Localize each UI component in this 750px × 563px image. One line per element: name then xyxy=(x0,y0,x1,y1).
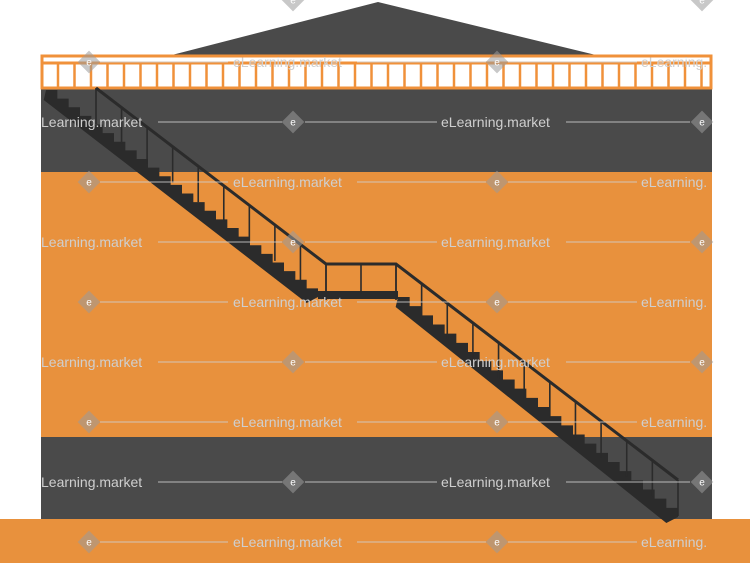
watermark-text: eLearning. xyxy=(641,174,707,190)
watermark-diamond xyxy=(281,350,305,374)
watermark-badge-letter: e xyxy=(290,238,296,249)
watermark-text: eLearning.market xyxy=(441,474,550,490)
watermark-badge-letter: e xyxy=(699,118,705,129)
stair-steps xyxy=(395,297,678,523)
watermark-text: eLearning.market xyxy=(233,294,342,310)
watermark-badge-icon: e xyxy=(690,110,714,134)
watermark-text: eLearning. xyxy=(641,534,707,550)
watermark-diamond xyxy=(485,530,509,554)
base-band xyxy=(0,519,750,563)
watermark-diamond xyxy=(77,530,101,554)
watermark-badge-letter: e xyxy=(494,178,500,189)
watermark-badge-icon: e xyxy=(281,470,305,494)
watermark-badge-icon: e xyxy=(281,110,305,134)
watermark-badge-icon: e xyxy=(690,470,714,494)
roof xyxy=(168,2,600,56)
watermark-text: eLearning. xyxy=(641,54,707,70)
watermark-diamond xyxy=(77,290,101,314)
watermark-text: eLearning.market xyxy=(441,114,550,130)
watermark-diamond xyxy=(77,410,101,434)
watermark-text: Learning.market xyxy=(41,234,142,250)
watermark-badge-icon: e xyxy=(281,0,305,12)
watermark-badge-letter: e xyxy=(86,538,92,549)
lower-flight xyxy=(395,297,678,523)
watermark-diamond xyxy=(77,50,101,74)
watermark-text: Learning.market xyxy=(41,474,142,490)
watermark-badge-icon: e xyxy=(77,50,101,74)
watermark-badge-icon: e xyxy=(77,530,101,554)
watermark-badge-letter: e xyxy=(86,298,92,309)
wall-band-orange xyxy=(41,172,712,437)
watermark-badge-letter: e xyxy=(699,238,705,249)
watermark-badge-letter: e xyxy=(494,418,500,429)
railing-frame xyxy=(40,54,713,90)
watermark-diamond xyxy=(281,470,305,494)
watermark-text: eLearning.market xyxy=(233,54,342,70)
watermark-badge-icon: e xyxy=(690,350,714,374)
watermark-badge-icon: e xyxy=(77,170,101,194)
watermark-diamond xyxy=(690,110,714,134)
watermark-badge-icon: e xyxy=(690,0,714,12)
watermark-text: eLearning.market xyxy=(233,534,342,550)
watermark-badge-icon: e xyxy=(485,410,509,434)
watermark-badge-letter: e xyxy=(290,478,296,489)
watermark-badge-letter: e xyxy=(290,0,296,7)
watermark-badge-letter: e xyxy=(86,178,92,189)
watermark-badge-letter: e xyxy=(494,538,500,549)
watermark-badge-letter: e xyxy=(86,418,92,429)
watermark-badge-letter: e xyxy=(699,358,705,369)
watermark-text: Learning.market xyxy=(41,354,142,370)
stair-landing xyxy=(318,291,398,299)
watermark-badge-letter: e xyxy=(290,118,296,129)
watermark-text: eLearning.market xyxy=(233,174,342,190)
watermark-diamond xyxy=(77,170,101,194)
watermark-text: eLearning.market xyxy=(233,414,342,430)
watermark-badge-letter: e xyxy=(86,58,92,69)
upper-flight xyxy=(43,90,318,303)
watermark-badge-letter: e xyxy=(290,358,296,369)
watermark-diamond xyxy=(690,470,714,494)
stair-steps xyxy=(43,90,318,303)
watermark-text: eLearning. xyxy=(641,294,707,310)
watermark-diamond xyxy=(485,410,509,434)
top-railing xyxy=(40,54,713,90)
watermark-diamond xyxy=(690,350,714,374)
watermark-text: eLearning. xyxy=(641,414,707,430)
watermark-badge-icon: e xyxy=(485,290,509,314)
watermark-text: eLearning.market xyxy=(441,234,550,250)
watermark-badge-icon: e xyxy=(281,350,305,374)
watermark-badge-icon: e xyxy=(77,290,101,314)
staircase xyxy=(43,86,679,523)
watermark-text: eLearning.market xyxy=(441,354,550,370)
watermark-diamond xyxy=(485,290,509,314)
watermark-badge-letter: e xyxy=(699,0,705,7)
watermark-badge-icon: e xyxy=(485,530,509,554)
watermark-badge-letter: e xyxy=(494,298,500,309)
watermark-badge-letter: e xyxy=(699,478,705,489)
watermark-diamond xyxy=(281,110,305,134)
watermark-text: Learning.market xyxy=(41,114,142,130)
wall-band-dark-bottom xyxy=(41,437,712,519)
watermark-badge-icon: e xyxy=(77,410,101,434)
watermark-badge-letter: e xyxy=(494,58,500,69)
